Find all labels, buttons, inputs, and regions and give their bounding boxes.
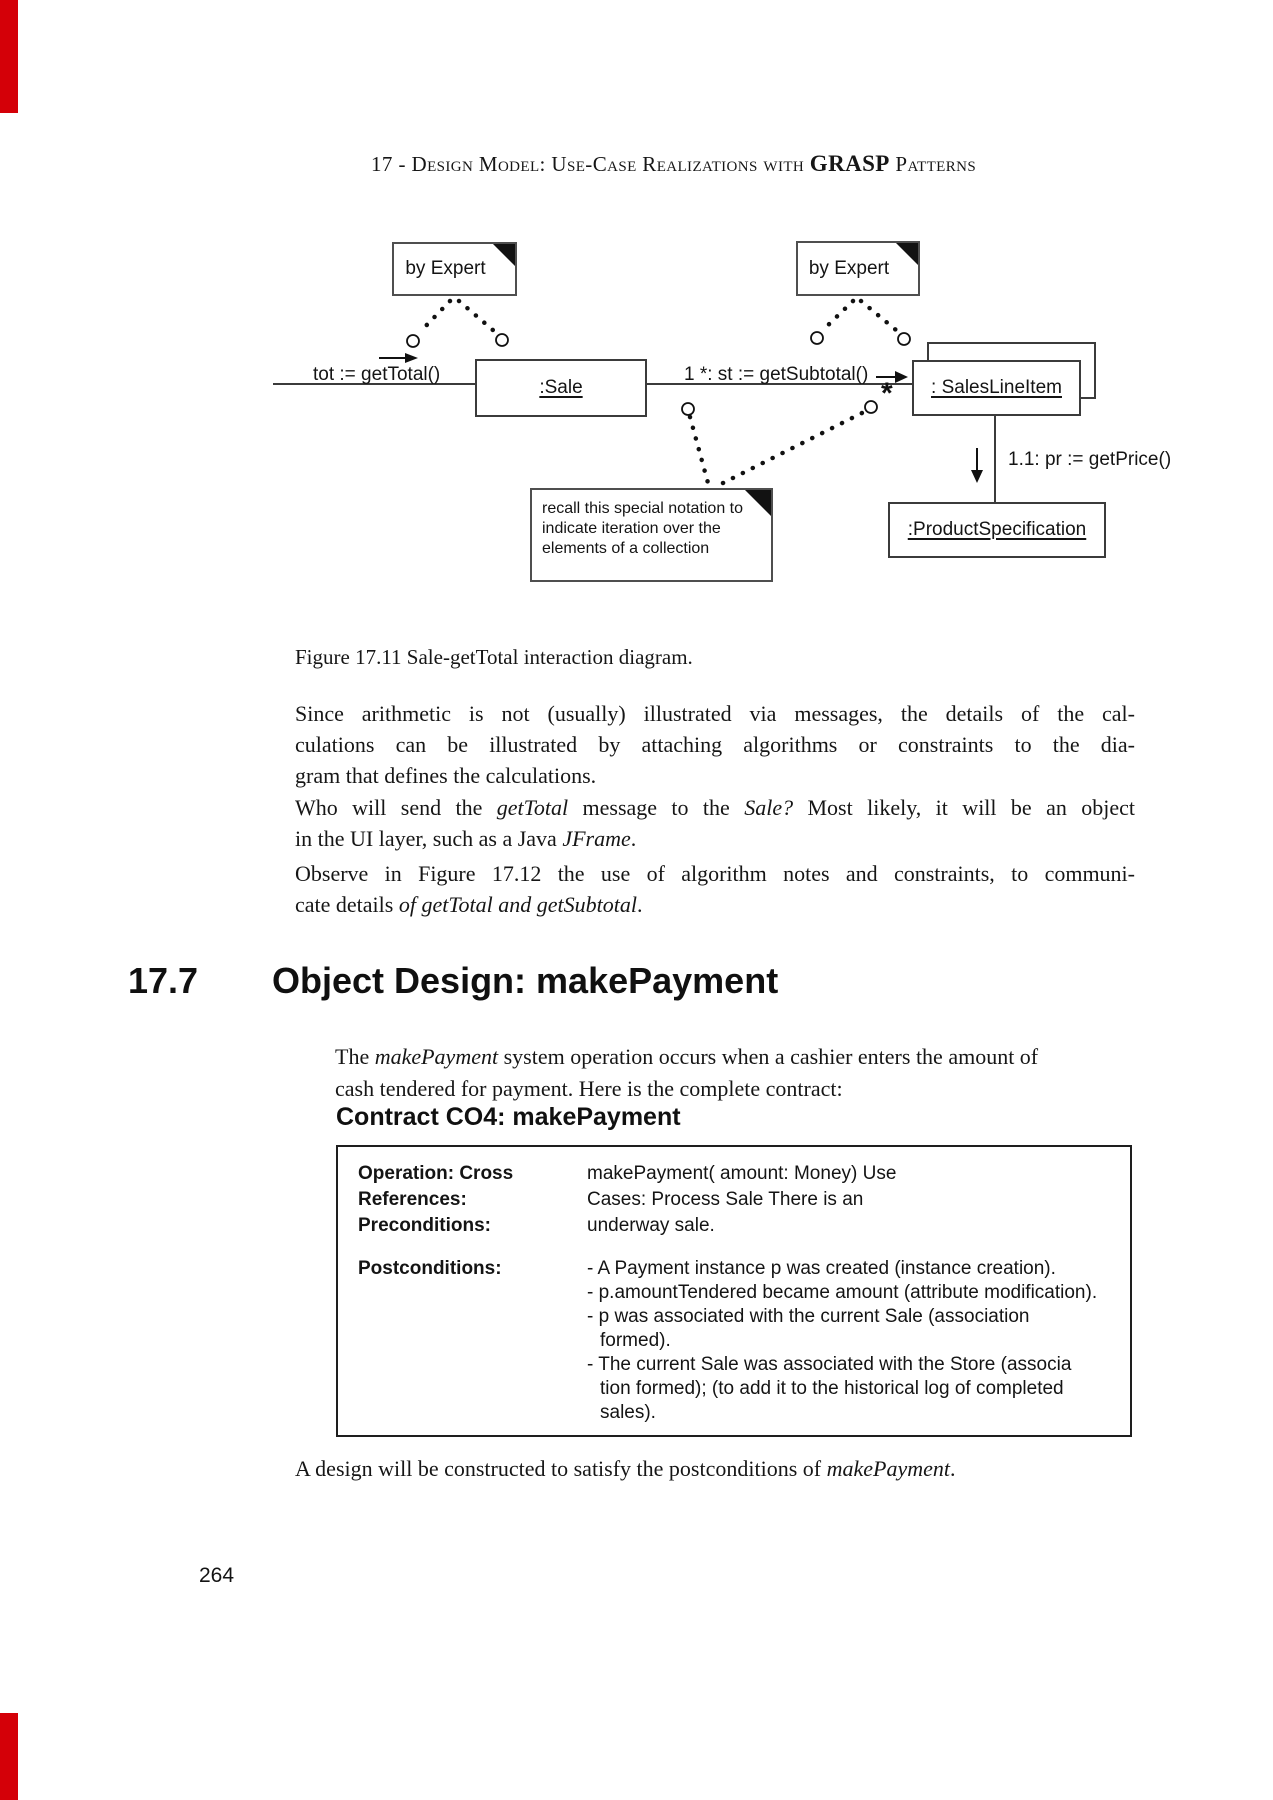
text-line: cash tendered for payment. Here is the c…: [335, 1076, 843, 1101]
note-anchor-circle: [495, 333, 509, 347]
contract-label-postconditions: Postconditions:: [358, 1258, 502, 1279]
text-line: cate details of getTotal and getSubtotal…: [295, 889, 1135, 920]
text-run: .: [950, 1456, 956, 1481]
get-price-arrowhead-icon: [971, 470, 983, 483]
section-title: Object Design: makePayment: [272, 960, 779, 1001]
text-run: Most likely, it will be an object: [793, 795, 1135, 820]
text-run: The: [335, 1044, 375, 1069]
postcondition-line: - A Payment instance p was created (inst…: [587, 1258, 1056, 1279]
note-anchor-circle: [406, 334, 420, 348]
note-left-leg2-dotted: [456, 298, 497, 334]
multiobject-star-marker: *: [881, 377, 893, 410]
postcondition-line: tion formed); (to add it to the historic…: [600, 1378, 1064, 1399]
contract-label-references: References:: [358, 1189, 467, 1210]
object-name: :ProductSpecification: [907, 519, 1087, 540]
message-label-get-price: 1.1: pr := getPrice(): [1008, 449, 1172, 470]
get-subtotal-arrowhead-icon: [895, 371, 908, 383]
text-run-italic: makePayment: [374, 1044, 499, 1069]
object-name: : SalesLineItem: [931, 377, 1062, 398]
message-label-get-subtotal: 1 *: st := getSubtotal(): [684, 364, 869, 385]
contract-heading: Contract CO4: makePayment: [336, 1103, 681, 1131]
contract-label-operation: Operation: Cross: [358, 1163, 514, 1184]
text-run: message to the: [568, 795, 745, 820]
text-run-italic: Sale?: [744, 795, 794, 820]
text-line: in the UI layer, such as a Java JFrame.: [295, 823, 1135, 854]
header-grasp: GRASP: [809, 151, 890, 176]
uml-note-recall-iteration: recall this special notation to indicate…: [530, 488, 773, 582]
note-right-leg1-dotted: [821, 298, 856, 332]
text-line: culations can be illustrated by attachin…: [295, 732, 1135, 757]
note-left-leg1-dotted: [417, 298, 453, 335]
header-title-part2: Patterns: [895, 152, 977, 176]
text-line: The makePayment system operation occurs …: [335, 1041, 1135, 1073]
note-right-leg2-dotted: [858, 298, 899, 333]
header-title-part1: Design Model: Use-Case Realizations with: [411, 152, 805, 176]
postcondition-line: - p was associated with the current Sale…: [587, 1306, 1030, 1327]
running-header: 17 - Design Model: Use-Case Realizations…: [371, 151, 976, 177]
note-fold-corner-icon: [493, 244, 515, 266]
contract-value: makePayment( amount: Money) Use: [587, 1163, 897, 1184]
note-anchor-circle: [681, 402, 695, 416]
paragraph-1: Since arithmetic is not (usually) illust…: [295, 698, 1135, 791]
uml-note-by-expert-left: by Expert: [392, 242, 517, 296]
text-run-italic: JFrame: [562, 826, 631, 851]
closing-sentence: A design will be constructed to satisfy …: [295, 1456, 956, 1482]
note-text: by Expert: [405, 258, 486, 279]
intro-paragraph: The makePayment system operation occurs …: [335, 1041, 1135, 1105]
note-fold-corner-icon: [896, 243, 918, 265]
text-run: cate details: [295, 892, 399, 917]
text-run: .: [630, 826, 637, 851]
postcondition-line: formed).: [600, 1330, 671, 1351]
text-line: Who will send the getTotal message to th…: [295, 792, 1135, 823]
recall-note-leg2-dotted: [720, 410, 865, 486]
text-line: gram that defines the calculations.: [295, 763, 597, 788]
message-label-get-total: tot := getTotal(): [313, 364, 441, 385]
object-name: :Sale: [539, 377, 583, 398]
page-number: 264: [199, 1564, 235, 1587]
text-run-italic: makePayment: [826, 1456, 950, 1481]
text-run: .: [637, 892, 643, 917]
chapter-edge-tab-bottom: [0, 1713, 18, 1800]
note-anchor-circle: [810, 331, 824, 345]
contract-box: Operation: Cross References: Preconditio…: [336, 1145, 1132, 1437]
interaction-diagram-connectors: [273, 298, 996, 503]
text-run: system operation occurs when a cashier e…: [498, 1044, 1039, 1069]
uml-object-product-specification: :ProductSpecification: [888, 502, 1106, 558]
chapter-edge-tab-top: [0, 0, 18, 113]
header-chapter-number: 17 -: [371, 152, 412, 176]
uml-note-by-expert-right: by Expert: [796, 241, 920, 296]
note-line: indicate iteration over the: [542, 520, 721, 537]
text-line: Observe in Figure 17.12 the use of algor…: [295, 861, 1135, 886]
note-anchor-circle: [864, 400, 878, 414]
figure-caption: Figure 17.11 Sale-getTotal interaction d…: [295, 645, 693, 669]
note-line: elements of a collection: [542, 540, 710, 557]
paragraph-2: Who will send the getTotal message to th…: [295, 792, 1135, 854]
contract-label-preconditions: Preconditions:: [358, 1215, 492, 1236]
note-text: by Expert: [808, 257, 890, 279]
text-run: Who will send the: [295, 795, 497, 820]
uml-object-sale: :Sale: [475, 359, 647, 417]
postcondition-line: - The current Sale was associated with t…: [587, 1354, 1072, 1375]
contract-value: Cases: Process Sale There is an: [587, 1189, 864, 1210]
text-run: in the UI layer, such as a Java: [295, 826, 563, 851]
text-run: A design will be constructed to satisfy …: [295, 1456, 827, 1481]
note-fold-corner-icon: [745, 490, 771, 516]
recall-note-leg1-dotted: [687, 414, 711, 486]
section-number: 17.7: [128, 960, 199, 1001]
get-total-arrowhead-icon: [405, 353, 418, 363]
text-line: Since arithmetic is not (usually) illust…: [295, 701, 1135, 726]
note-line: recall this special notation to: [542, 500, 743, 517]
contract-value: underway sale.: [587, 1215, 715, 1236]
text-run-italic: getTotal: [496, 795, 569, 820]
uml-object-sales-line-item: : SalesLineItem: [912, 360, 1081, 416]
paragraph-3: Observe in Figure 17.12 the use of algor…: [295, 858, 1135, 920]
text-run-italic: of getTotal and getSubtotal: [398, 892, 637, 917]
postcondition-line: sales).: [600, 1402, 656, 1423]
postcondition-line: - p.amountTendered became amount (attrib…: [587, 1282, 1098, 1303]
note-anchor-circle: [897, 332, 911, 346]
